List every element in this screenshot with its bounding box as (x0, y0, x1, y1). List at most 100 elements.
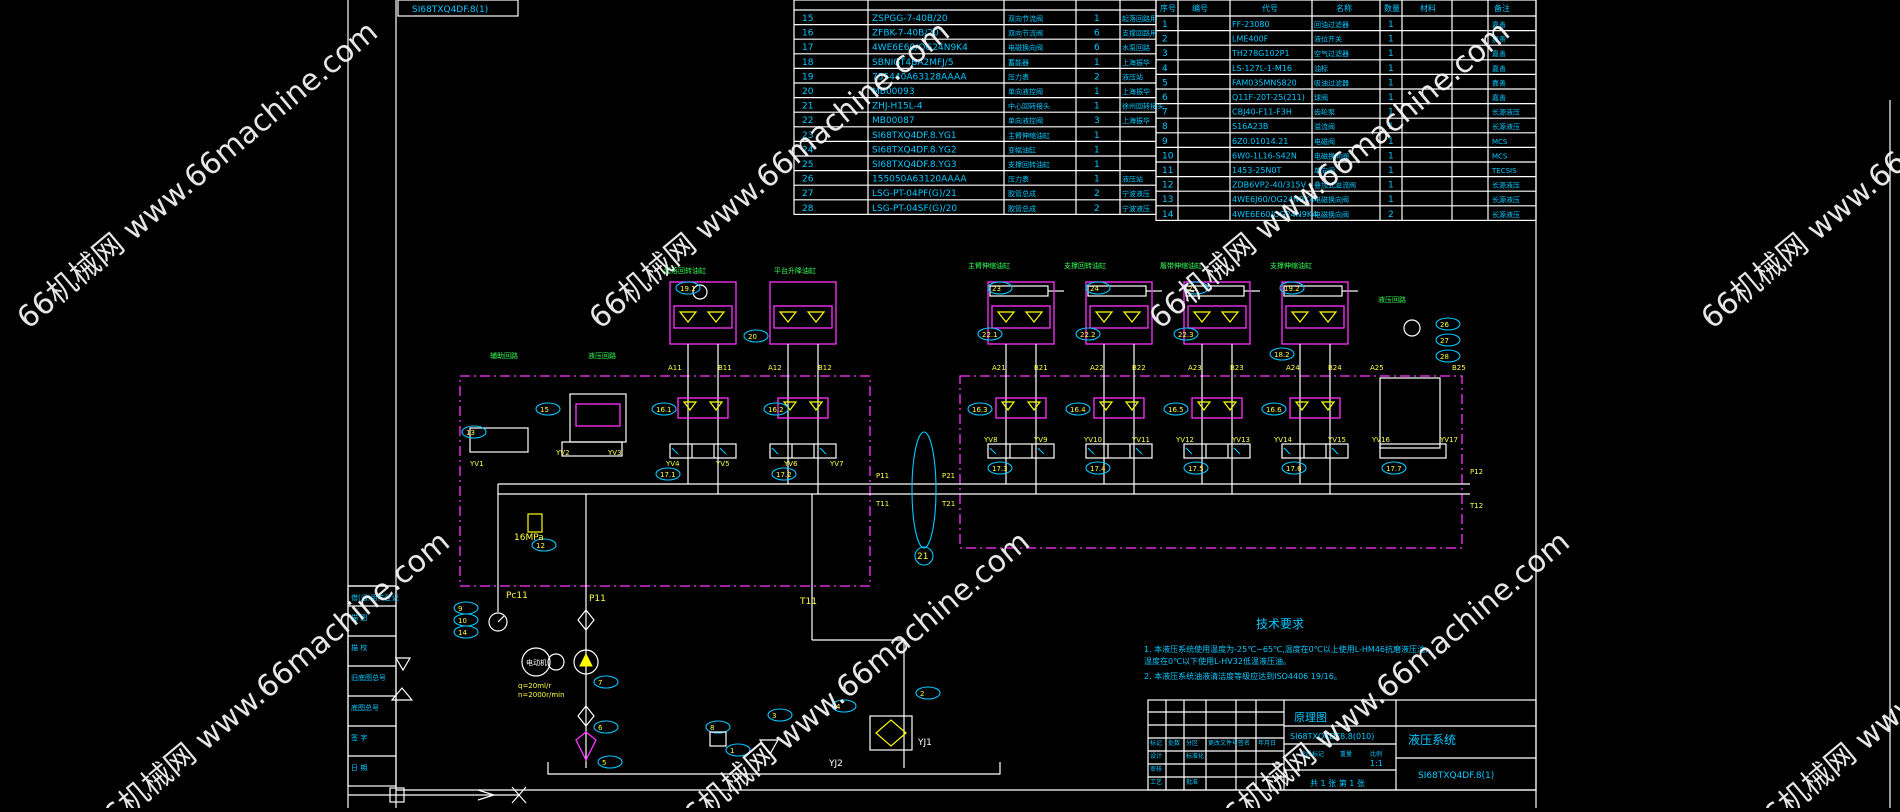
tank-line-label: T21 (941, 500, 955, 508)
bom-quantity: 1 (1388, 64, 1394, 74)
title-block: 标记处数分区更改文件号签名年月日设计标准化审核工艺批准阶段标记重量比例 原理图 … (1147, 699, 1537, 791)
bom-note: MCS (1492, 138, 1508, 146)
callout-tag: 22.2 (1080, 331, 1096, 339)
group-title: 液压回路 (1378, 295, 1406, 304)
bom-quantity: 1 (1388, 93, 1394, 103)
title-block-label: 比例 (1370, 750, 1382, 758)
bom-note: 液压站 (1122, 175, 1143, 184)
bom-part-name: 电磁换向阀 (1008, 43, 1043, 52)
bom-part-name: 双向节流阀 (1008, 14, 1043, 23)
bom-part-name: 胶管总成 (1008, 204, 1036, 213)
bom-note: 上海振华 (1122, 58, 1150, 67)
callout-tag: 19.2 (1284, 285, 1300, 293)
rotary-joint-tag: 21 (917, 552, 928, 562)
bom-row-number: 14 (1162, 210, 1174, 220)
bom-note: 支撑回路用 (1122, 29, 1157, 38)
bom-part-code: 155050A63120AAAA (872, 175, 967, 185)
bom-part-code: SI68TXQ4DF.8.YG2 (872, 145, 957, 155)
bom-part-name: 单向阀 (1314, 166, 1335, 175)
callout-tag: 3 (772, 712, 776, 720)
callout-tag: 10 (458, 617, 467, 625)
revision-strip-label: 底图总号 (351, 703, 379, 712)
bom-row-number: 6 (1162, 93, 1168, 103)
bom-note: 嘉善 (1492, 78, 1506, 87)
callout-tag: 17.7 (1386, 465, 1402, 473)
bom-part-code: MB00093 (872, 87, 915, 97)
callout-tag: 24 (1090, 285, 1099, 293)
bom-part-name: 单向液控阀 (1008, 87, 1043, 96)
motor-label: 电动机 (526, 658, 547, 667)
port-label: B24 (1328, 364, 1342, 372)
bom-note: 嘉善 (1492, 35, 1506, 44)
drawing-scale: 1:1 (1370, 759, 1383, 768)
title-block-label: 签名 (1238, 739, 1250, 747)
bom-note: 长源液压 (1492, 122, 1520, 131)
bom-part-name: 电磁换向阀 (1314, 195, 1349, 204)
callout-tag: 17.4 (1090, 465, 1106, 473)
bom-row-number: 28 (802, 204, 814, 214)
top-drawing-number: SI68TXQ4DF.8(1) (412, 5, 488, 15)
center-rotary-joint (911, 431, 937, 549)
group-title: 起落回转油缸 (664, 266, 706, 275)
bom-part-code: LME400F (1232, 35, 1269, 44)
bom-quantity: 1 (1094, 58, 1100, 68)
callout-tag: 5 (602, 759, 606, 767)
pressure-line-label: P12 (1470, 468, 1483, 476)
pump-displacement: q=20ml/r (518, 682, 551, 690)
pressure-gauge-icon (488, 612, 508, 632)
bom-part-name: 液位开关 (1314, 35, 1342, 44)
solenoid-label: YV13 (1231, 436, 1250, 444)
bom-note: 液压站 (1122, 72, 1143, 81)
filter-switch-label: YJ1 (917, 738, 932, 748)
bom-note: 嘉善 (1492, 93, 1506, 102)
tech-req-line-2: 温度在0℃以下使用L-HV32低温液压油。 (1144, 656, 1291, 666)
callout-tag: 12 (536, 542, 545, 550)
pump-icon (573, 649, 599, 675)
callout-tag: 16.1 (656, 406, 672, 414)
bom-part-name: 单向液控阀 (1008, 116, 1043, 125)
drawing-title: 原理图 (1294, 711, 1327, 724)
bom-row-number: 20 (802, 87, 814, 97)
callout-tag: 19.1 (680, 285, 696, 293)
bom-quantity: 1 (1388, 181, 1394, 191)
bom-part-name: 油标 (1314, 64, 1328, 73)
bom-quantity: 1 (1388, 78, 1394, 88)
tank-line-label: T11 (875, 500, 889, 508)
bom-quantity: 1 (1388, 49, 1394, 59)
bom-row-number: 13 (1162, 195, 1173, 205)
bom-note: 宁波液压 (1122, 189, 1150, 198)
port-label: B23 (1230, 364, 1244, 372)
bom-row-number: 22 (802, 116, 813, 126)
bom-header-cell: 代号 (1262, 3, 1278, 13)
bom-quantity: 1 (1388, 166, 1394, 176)
bom-row-number: 8 (1162, 122, 1168, 132)
bom-note: 嘉善 (1492, 49, 1506, 58)
bom-quantity: 1 (1388, 20, 1394, 30)
callout-tag: 1 (730, 747, 734, 755)
left-valve-manifold (459, 375, 871, 587)
pump-outlet-port: P11 (589, 594, 606, 604)
bom-part-code: MB00087 (872, 116, 915, 126)
right-valve-manifold (959, 375, 1463, 549)
bom-part-name: 电磁换向阀 (1314, 210, 1349, 219)
bom-quantity: 1 (1094, 145, 1100, 155)
tank-line-label: T12 (1469, 502, 1483, 510)
callout-tag: 13 (466, 429, 475, 437)
bom-part-code: ZHJ-H15L-4 (872, 102, 923, 112)
tank-return-port: T11 (799, 597, 817, 607)
callout-tag: 18.2 (1274, 351, 1290, 359)
port-label: A21 (992, 364, 1006, 372)
revision-strip-label: 借(通)用件登记 (351, 593, 398, 602)
port-label: B25 (1452, 364, 1466, 372)
group-title: 辅助回路 (490, 351, 518, 360)
bom-quantity: 1 (1388, 137, 1394, 147)
